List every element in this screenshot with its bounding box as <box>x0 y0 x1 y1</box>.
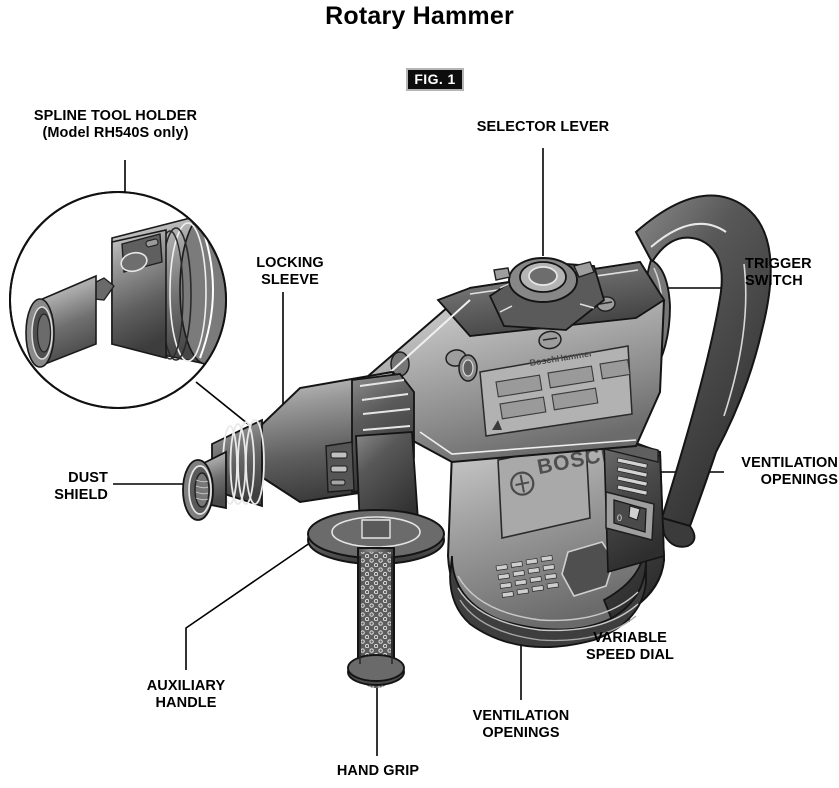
leader-aux-handle <box>185 535 321 670</box>
callout-trigger-switch: TRIGGER SWITCH <box>745 256 812 289</box>
callout-dust-shield: DUST SHIELD <box>54 470 108 503</box>
callout-variable-speed-dial: VARIABLE SPEED DIAL <box>585 630 674 663</box>
label-slots <box>495 358 631 420</box>
callout-ventilation-openings-right: VENTILATION OPENINGS <box>741 455 838 488</box>
svg-text:0: 0 <box>617 513 622 523</box>
ventilation-openings-right-part <box>616 457 648 496</box>
ventilation-openings-bottom-part <box>495 555 559 598</box>
callout-ventilation-openings-bottom: VENTILATION OPENINGS <box>472 708 570 741</box>
tool-body: BOSCH <box>182 194 772 688</box>
callout-selector-lever: SELECTOR LEVER <box>476 119 610 135</box>
rear-handle <box>634 194 772 528</box>
callout-auxiliary-handle: AUXILIARY HANDLE <box>146 678 226 711</box>
housing-screws <box>390 296 616 377</box>
callout-spline-tool-holder: SPLINE TOOL HOLDER (Model RH540S only) <box>33 108 198 141</box>
selector-lever-part <box>488 257 606 331</box>
page-title: Rotary Hammer <box>325 2 514 30</box>
spline-tool-holder-inset <box>9 191 227 409</box>
callout-hand-grip: HAND GRIP <box>336 763 420 779</box>
callout-locking-sleeve: LOCKING SLEEVE <box>256 255 324 288</box>
figure-number-badge: FIG. 1 <box>406 68 464 91</box>
